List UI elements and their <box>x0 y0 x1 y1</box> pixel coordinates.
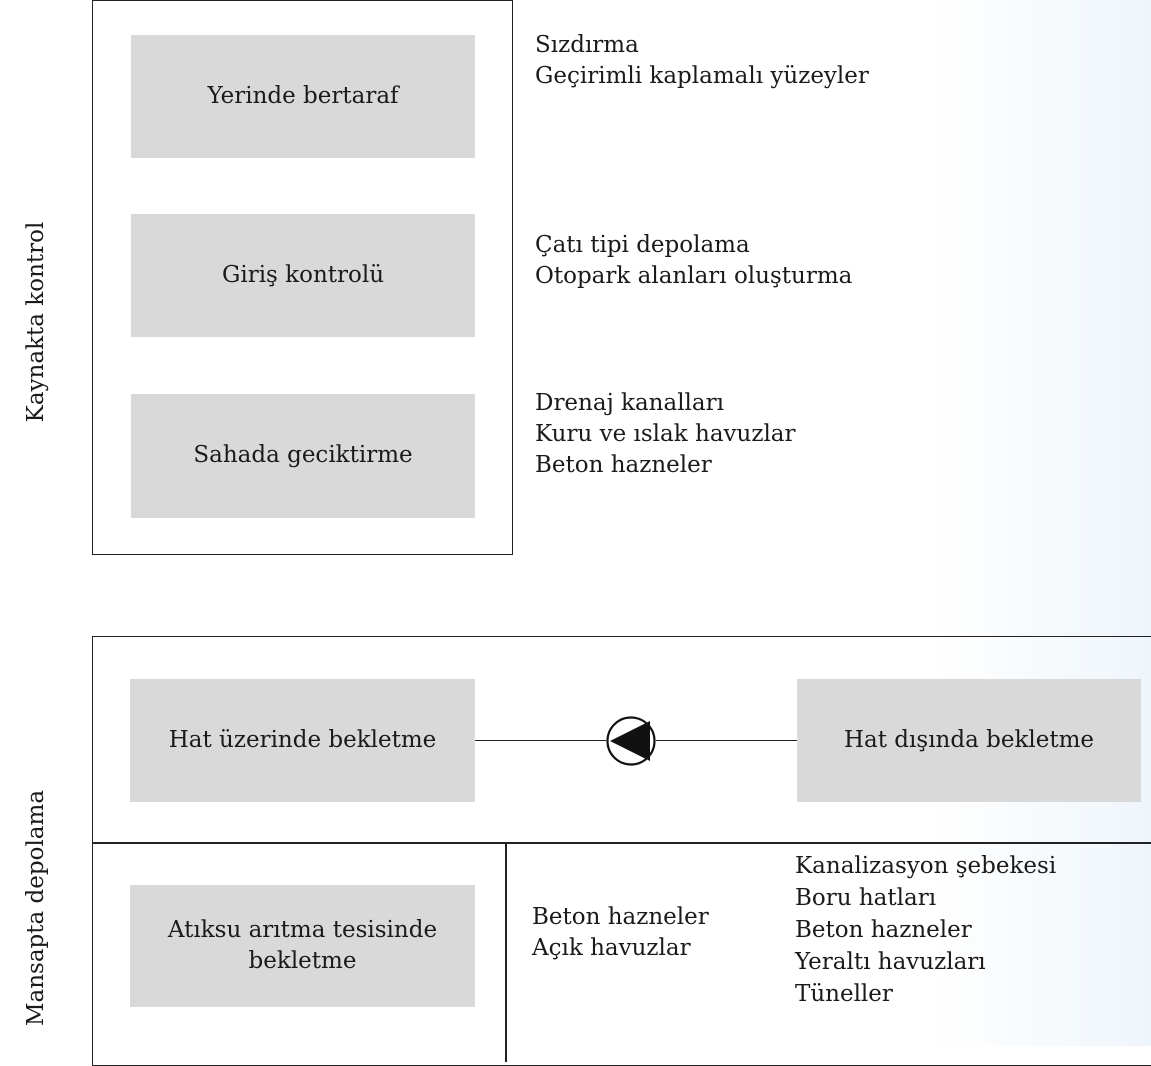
method-item: Otopark alanları oluşturma <box>535 263 853 289</box>
method-item: Sızdırma <box>535 32 639 58</box>
method-item: Kanalizasyon şebekesi <box>795 853 1057 879</box>
method-item: Beton hazneler <box>532 904 709 930</box>
connector-line-left <box>475 740 606 742</box>
method-item: Tüneller <box>795 981 893 1007</box>
box-onsite-disposal-label: Yerinde bertaraf <box>207 82 399 109</box>
box-onsite-detention: Sahada geciktirme <box>131 394 475 518</box>
side-label-downstream-storage: Mansapta depolama <box>23 789 49 1027</box>
box-inlet-control-label: Giriş kontrolü <box>221 261 385 288</box>
source-control-frame <box>92 0 513 555</box>
treatment-plant-methods: Beton hazneler Açık havuzlar <box>532 902 709 964</box>
onsite-disposal-methods: Sızdırma Geçirimli kaplamalı yüzeyler <box>535 30 869 92</box>
inlet-control-methods: Çatı tipi depolama Otopark alanları oluş… <box>535 230 852 292</box>
column-divider <box>505 842 507 1062</box>
box-inlet-control: Giriş kontrolü <box>131 214 475 337</box>
method-item: Açık havuzlar <box>532 935 691 961</box>
onsite-detention-methods: Drenaj kanalları Kuru ve ıslak havuzlar … <box>535 388 796 481</box>
method-item: Beton hazneler <box>535 452 712 478</box>
box-onsite-disposal: Yerinde bertaraf <box>131 35 475 158</box>
side-label-source-control: Kaynakta kontrol <box>23 221 49 423</box>
box-offline-storage: Hat dışında bekletme <box>797 679 1141 802</box>
method-item: Boru hatları <box>795 885 937 911</box>
method-item: Drenaj kanalları <box>535 390 724 416</box>
method-item: Geçirimli kaplamalı yüzeyler <box>535 63 869 89</box>
box-inline-storage: Hat üzerinde bekletme <box>130 679 475 802</box>
offline-storage-methods: Kanalizasyon şebekesi Boru hatları Beton… <box>795 850 1056 1010</box>
method-item: Kuru ve ıslak havuzlar <box>535 421 796 447</box>
method-item: Beton hazneler <box>795 917 972 943</box>
box-treatment-plant-storage-label: Atıksu arıtma tesisinde bekletme <box>167 916 438 974</box>
method-item: Çatı tipi depolama <box>535 232 750 258</box>
section-divider <box>92 842 1151 844</box>
connector-line-right <box>656 740 797 742</box>
pump-icon <box>606 716 656 766</box>
box-onsite-detention-label: Sahada geciktirme <box>193 442 413 469</box>
box-inline-storage-label: Hat üzerinde bekletme <box>168 726 437 753</box>
method-item: Yeraltı havuzları <box>795 949 986 975</box>
box-treatment-plant-storage: Atıksu arıtma tesisinde bekletme <box>130 885 475 1007</box>
box-offline-storage-label: Hat dışında bekletme <box>843 726 1095 753</box>
